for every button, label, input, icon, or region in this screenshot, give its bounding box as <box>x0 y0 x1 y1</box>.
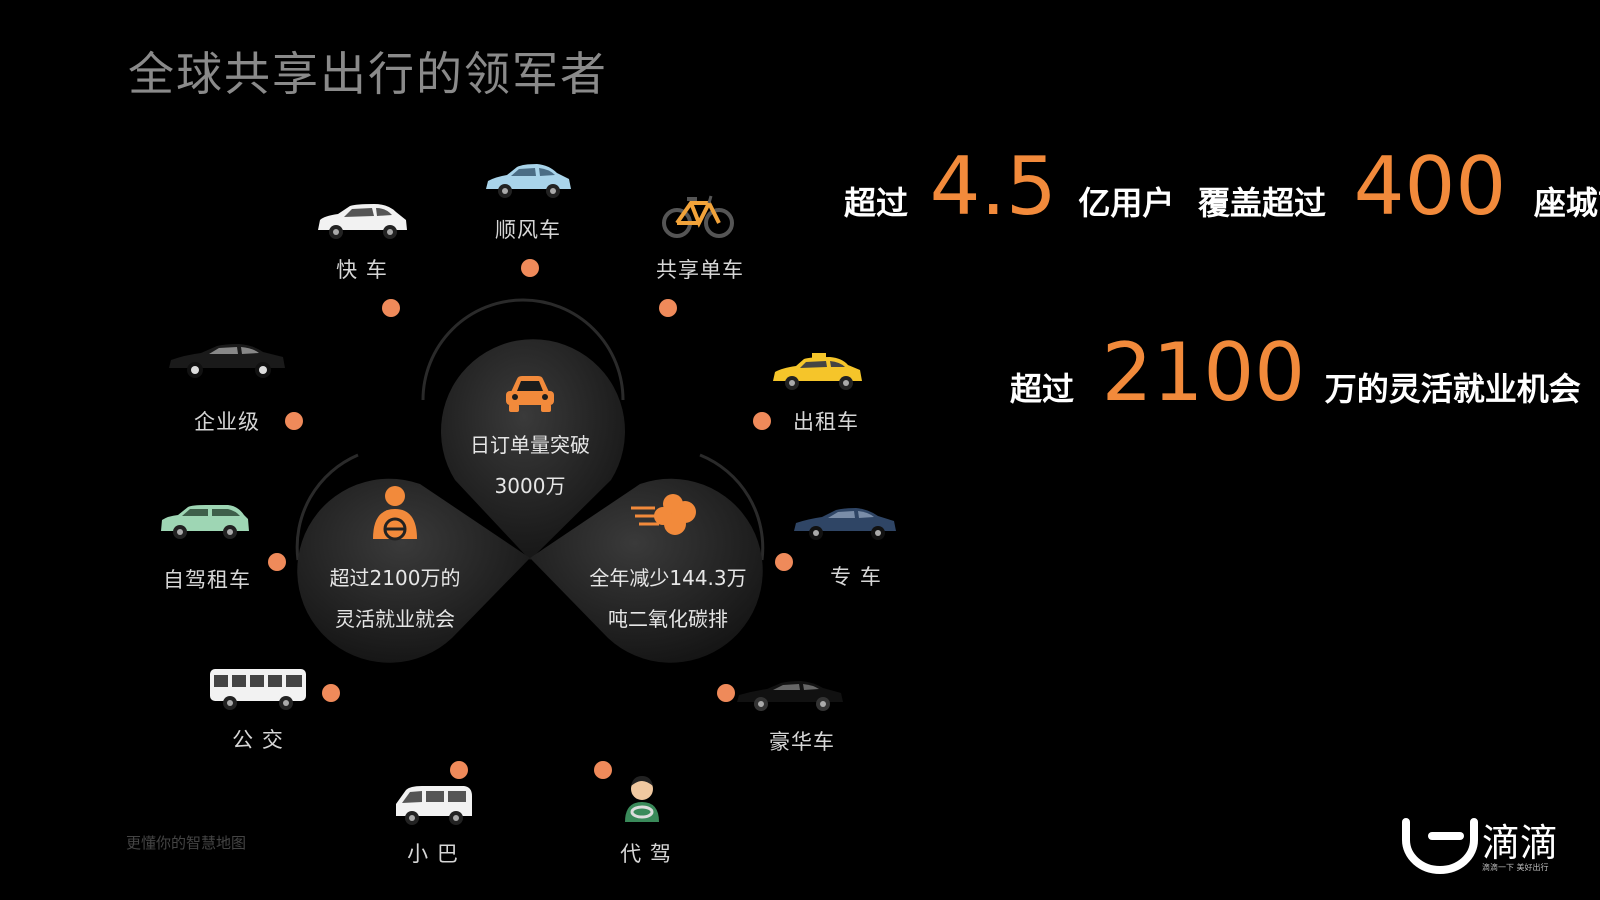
service-label-zhuanche: 专 车 <box>830 565 882 589</box>
dot-enterprise <box>285 412 303 430</box>
stat2-value: 2100 <box>1101 326 1306 419</box>
black-sedan-icon <box>169 344 285 378</box>
service-label-bus: 公 交 <box>232 728 284 752</box>
orange-car-icon <box>506 376 554 412</box>
service-label-daijia: 代 驾 <box>620 842 672 866</box>
brand-tagline: 滴滴一下 美好出行 <box>1482 863 1549 872</box>
dot-bus <box>322 684 340 702</box>
light-blue-car-icon <box>486 164 571 198</box>
orange-driver-icon <box>373 486 417 541</box>
petal-top-line1: 日订单量突破 <box>470 433 590 457</box>
service-label-rental: 自驾租车 <box>163 568 251 592</box>
dot-bike <box>659 299 677 317</box>
service-label-taxi: 出租车 <box>793 410 859 434</box>
orange-bicycle-icon <box>662 195 734 238</box>
stats-row-2: 超过 2100 万的灵活就业机会 <box>1010 326 1581 419</box>
petal-left-text: 超过2100万的 灵活就业就会 <box>330 558 461 640</box>
dot-rental <box>268 553 286 571</box>
dot-daijia <box>594 761 612 779</box>
stat2-suffix: 万的灵活就业机会 <box>1324 370 1581 408</box>
petal-right-line1: 全年减少144.3万 <box>589 566 747 590</box>
white-minivan-icon <box>396 786 472 825</box>
green-suv-icon <box>161 505 249 539</box>
stats-row-1: 超过 4.5 亿用户 覆盖超过 400 座城市 <box>844 140 1600 233</box>
service-label-bike: 共享单车 <box>656 258 744 282</box>
petal-right-arc <box>699 453 765 561</box>
stat1-users-unit: 亿用户 <box>1078 184 1175 222</box>
service-label-shunfengche: 顺风车 <box>495 218 561 242</box>
dot-taxi <box>753 412 771 430</box>
black-luxury-sedan-icon <box>737 681 843 711</box>
petal-right <box>530 478 763 663</box>
dot-kuaiche <box>382 299 400 317</box>
stat2-prefix: 超过 <box>1010 370 1075 408</box>
petal-top-line2: 3000万 <box>494 474 566 498</box>
brand-name: 滴滴 <box>1482 821 1559 865</box>
stat1-cities-unit: 座城市 <box>1533 184 1600 222</box>
orange-emission-icon <box>631 494 696 535</box>
dot-zhuanche <box>775 553 793 571</box>
stat1-cities-value: 400 <box>1353 140 1507 233</box>
petal-right-text: 全年减少144.3万 吨二氧化碳排 <box>589 558 746 640</box>
dot-shunfengche <box>521 259 539 277</box>
dot-luxury <box>717 684 735 702</box>
yellow-taxi-icon <box>773 353 862 390</box>
stat1-prefix: 超过 <box>844 184 909 222</box>
petal-top-text: 日订单量突破 3000万 <box>470 425 590 507</box>
stat1-mid: 覆盖超过 <box>1198 184 1327 222</box>
dot-xiaoba <box>450 761 468 779</box>
petal-left-line1: 超过2100万的 <box>329 566 461 590</box>
driver-person-icon <box>625 776 659 822</box>
petal-left <box>297 478 530 663</box>
footer-slogan: 更懂你的智慧地图 <box>126 834 247 852</box>
service-label-xiaoba: 小 巴 <box>407 842 459 866</box>
page-title: 全球共享出行的领军者 <box>128 47 608 101</box>
service-label-enterprise: 企业级 <box>194 410 260 434</box>
service-label-luxury: 豪华车 <box>769 730 835 754</box>
petal-left-line2: 灵活就业就会 <box>335 607 455 631</box>
petal-right-line2: 吨二氧化碳排 <box>607 607 728 631</box>
didi-logo-icon <box>1402 818 1478 874</box>
petal-top-arc <box>421 298 625 401</box>
dark-blue-sedan-icon <box>794 508 896 540</box>
petal-top <box>441 339 625 560</box>
white-bus-icon <box>210 669 306 710</box>
stat1-users-value: 4.5 <box>929 140 1057 233</box>
petal-left-arc <box>295 453 359 561</box>
white-hatchback-car-icon <box>318 204 407 239</box>
service-label-kuaiche: 快 车 <box>336 258 388 282</box>
